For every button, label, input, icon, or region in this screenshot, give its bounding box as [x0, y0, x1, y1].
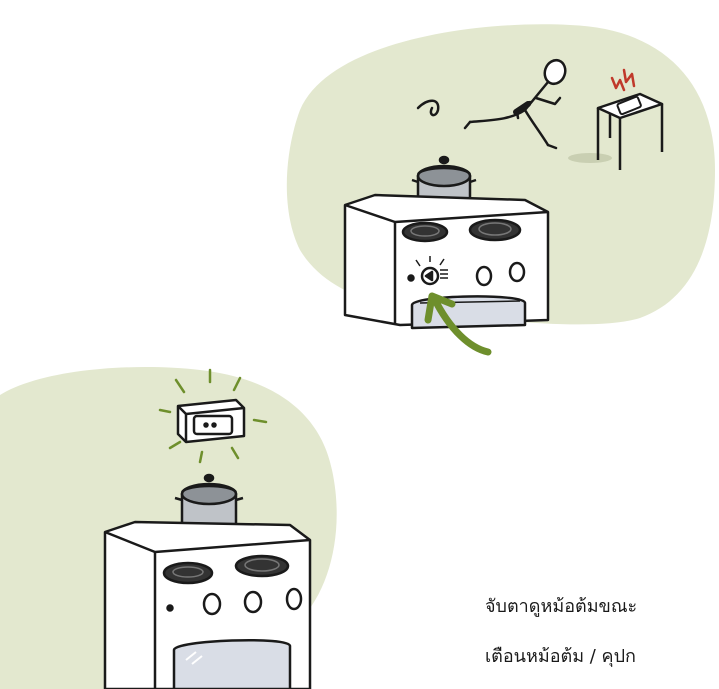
caption-line-2: เตือนหม้อต้ม / คุปก	[485, 648, 636, 666]
stove-icon	[105, 522, 310, 689]
glowing-alarm-box-icon	[178, 400, 244, 442]
caption-line-1: จับตาดูหม้อต้มขณะ	[485, 598, 637, 616]
stove-icon	[345, 195, 548, 328]
scene-2	[0, 367, 337, 689]
running-shadow	[568, 153, 612, 163]
scene-1	[287, 24, 715, 352]
